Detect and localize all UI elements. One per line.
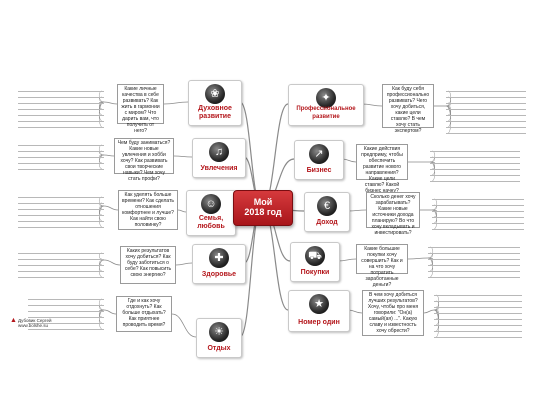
note-lines-business[interactable] xyxy=(430,146,520,182)
author-logo: ▲ Дубовик Сергей www.bolshe.su xyxy=(10,317,52,328)
logo-author: Дубовик Сергей xyxy=(18,318,52,323)
note-lines-family[interactable] xyxy=(18,192,104,228)
note-lines-rest[interactable] xyxy=(28,294,104,330)
question-business: Какие действия предприму, чтобы обеспечи… xyxy=(356,144,408,194)
connector-line xyxy=(103,154,115,157)
connector-line xyxy=(173,155,193,158)
connector-line xyxy=(427,257,433,278)
node-income[interactable]: € Доход xyxy=(304,192,350,232)
note-lines-hobbies[interactable] xyxy=(18,140,104,170)
node-family[interactable]: ☺ Семья,любовь xyxy=(186,190,236,236)
connector-line xyxy=(99,259,105,278)
connector-line xyxy=(423,309,435,314)
node-hobbies[interactable]: ♫ Увлечения xyxy=(192,138,246,178)
node-label: развитие xyxy=(312,114,340,120)
note-lines-health[interactable] xyxy=(18,248,104,278)
question-income: Сколько денег хочу зарабатывать? Какие н… xyxy=(366,192,420,236)
node-professional[interactable]: ✦ Профессиональное развитие xyxy=(288,84,364,126)
question-professional: Как буду себя профессионально развивать?… xyxy=(382,84,434,134)
node-health[interactable]: ✚ Здоровье xyxy=(192,244,246,284)
connector-line xyxy=(163,101,189,105)
lotus-icon: ❀ xyxy=(205,84,225,104)
node-number-one[interactable]: ★ Номер один xyxy=(288,290,350,332)
connector-line xyxy=(103,309,117,315)
family-icon: ☺ xyxy=(201,194,221,214)
question-hobbies: Чем буду заниматься? Какие новые увлечен… xyxy=(114,138,174,182)
connector-line xyxy=(341,158,357,163)
node-label: Доход xyxy=(316,219,338,226)
central-topic-line2: 2018 год xyxy=(244,207,282,217)
connector-line xyxy=(177,209,187,213)
node-label: Здоровье xyxy=(201,271,237,278)
connector-line xyxy=(407,257,429,260)
node-label: Профессиональное xyxy=(296,106,356,112)
connector-line xyxy=(103,205,119,211)
node-label: любовь xyxy=(197,223,225,230)
question-health: Каких результатов хочу добиться? Как буд… xyxy=(120,246,176,284)
connector-line xyxy=(103,259,121,266)
connector-line xyxy=(337,258,357,262)
node-rest[interactable]: ☀ Отдых xyxy=(196,318,242,358)
node-label: развитие xyxy=(199,113,231,120)
connector-line xyxy=(175,262,193,266)
euro-icon: € xyxy=(317,196,337,216)
note-lines-income[interactable] xyxy=(432,194,524,230)
connector-line xyxy=(431,209,437,230)
logo-site: www.bolshe.su xyxy=(18,323,49,328)
connector-line xyxy=(171,313,197,338)
beach-icon: ☀ xyxy=(209,322,229,342)
logo-mark-icon: ▲ xyxy=(10,317,17,324)
node-label: Семья, xyxy=(198,215,224,222)
connector-line xyxy=(347,309,363,314)
connector-line xyxy=(103,101,118,105)
note-lines-spiritual[interactable] xyxy=(18,86,104,128)
node-label: Бизнес xyxy=(306,167,332,174)
headphones-icon: ♫ xyxy=(209,142,229,162)
note-lines-purchases[interactable] xyxy=(428,242,520,278)
node-label: Номер один xyxy=(298,319,340,326)
question-spiritual: Какие личные качества в себе развивать? … xyxy=(117,84,164,134)
question-family: Как уделять больше времени? Как сделать … xyxy=(118,190,178,230)
connector-line xyxy=(429,161,435,182)
node-label: Отдых xyxy=(207,345,231,352)
note-lines-number-one[interactable] xyxy=(434,290,522,338)
cart-icon: ⛟ xyxy=(305,246,325,266)
connector-line xyxy=(347,209,367,212)
connector-line xyxy=(99,154,105,170)
node-label: Увлечения xyxy=(200,165,238,172)
node-label: Духовное xyxy=(198,105,232,112)
central-topic-line1: Мой xyxy=(253,197,273,207)
connector-line xyxy=(99,309,105,330)
central-topic[interactable]: Мой 2018 год xyxy=(233,190,293,226)
question-purchases: Какие большие покупки хочу совершить? Ка… xyxy=(356,244,408,288)
node-purchases[interactable]: ⛟ Покупки xyxy=(290,242,340,282)
node-label: Покупки xyxy=(300,269,330,276)
health-icon: ✚ xyxy=(209,248,229,268)
question-number-one: В чем хочу добиться лучших результатов? … xyxy=(362,290,424,336)
trophy-icon: ★ xyxy=(309,294,329,314)
growth-icon: ✦ xyxy=(316,88,336,108)
note-lines-professional[interactable] xyxy=(446,86,526,134)
connector-line xyxy=(361,103,383,107)
node-business[interactable]: ↗ Бизнес xyxy=(294,140,344,180)
question-rest: Где и как хочу отдохнуть? Как больше отд… xyxy=(116,296,172,332)
chart-icon: ↗ xyxy=(309,144,329,164)
